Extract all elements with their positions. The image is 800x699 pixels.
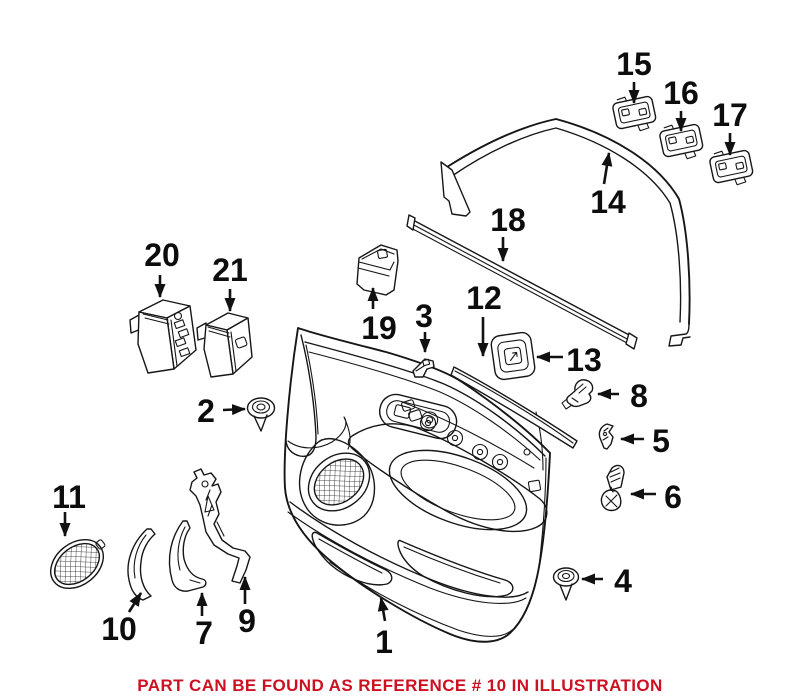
part-label-8: 8 bbox=[630, 378, 648, 414]
part-18-belt-strip-drawing bbox=[406, 214, 638, 350]
part-label-1: 1 bbox=[375, 624, 393, 660]
part-label-7: 7 bbox=[195, 615, 213, 651]
part-12-trim-strip-drawing bbox=[450, 366, 578, 449]
part-5-clip-drawing bbox=[598, 423, 614, 450]
part-label-21: 21 bbox=[212, 252, 248, 288]
reference-labels: 1 2 3 4 5 6 7 8 9 10 11 12 13 14 15 16 1… bbox=[52, 46, 748, 660]
part-4-clip-drawing bbox=[552, 567, 580, 601]
part-label-16: 16 bbox=[663, 75, 699, 111]
part-3-clip-drawing bbox=[412, 358, 435, 378]
part-label-14: 14 bbox=[590, 184, 626, 220]
part-21-switch-drawing bbox=[196, 312, 253, 378]
part-10-handle-trim-drawing bbox=[127, 528, 156, 601]
part-label-11: 11 bbox=[52, 479, 86, 515]
leader-arrow-2 bbox=[222, 404, 246, 416]
leader-arrows bbox=[59, 82, 736, 622]
part-label-18: 18 bbox=[490, 202, 526, 238]
part-label-20: 20 bbox=[144, 237, 180, 273]
part-label-6: 6 bbox=[664, 479, 682, 515]
part-14-window-frame-trim-drawing bbox=[440, 118, 691, 347]
leader-arrow-10 bbox=[127, 592, 143, 613]
part-label-13: 13 bbox=[566, 342, 602, 378]
part-20-window-switch-drawing bbox=[129, 299, 197, 374]
part-label-2: 2 bbox=[197, 393, 215, 429]
part-label-10: 10 bbox=[101, 611, 137, 647]
footer-note: PART CAN BE FOUND AS REFERENCE # 10 IN I… bbox=[137, 676, 662, 695]
part-13-cover-drawing bbox=[490, 331, 536, 381]
part-17-clip-drawing bbox=[709, 149, 754, 186]
part-1-door-panel-drawing bbox=[283, 327, 551, 643]
part-label-12: 12 bbox=[466, 280, 502, 316]
part-label-19: 19 bbox=[361, 310, 397, 346]
part-6-bracket-drawing bbox=[600, 464, 625, 512]
part-label-3: 3 bbox=[415, 298, 433, 334]
part-8-bracket-drawing bbox=[561, 379, 594, 410]
leader-arrow-14 bbox=[601, 152, 613, 185]
part-7-handle-trim-drawing bbox=[168, 520, 207, 592]
part-label-4: 4 bbox=[614, 563, 632, 599]
part-label-15: 15 bbox=[616, 46, 652, 82]
part-label-9: 9 bbox=[238, 603, 256, 639]
part-label-17: 17 bbox=[712, 97, 748, 133]
part-19-bracket-drawing bbox=[356, 244, 399, 296]
part-label-5: 5 bbox=[652, 423, 670, 459]
part-15-clip-drawing bbox=[612, 95, 657, 132]
part-16-clip-drawing bbox=[659, 123, 704, 160]
part-9-handle-carrier-drawing bbox=[189, 468, 251, 584]
part-11-speaker-grille-drawing bbox=[50, 538, 106, 590]
leader-arrow-1 bbox=[377, 597, 389, 622]
part-2-clip-drawing bbox=[246, 397, 276, 432]
